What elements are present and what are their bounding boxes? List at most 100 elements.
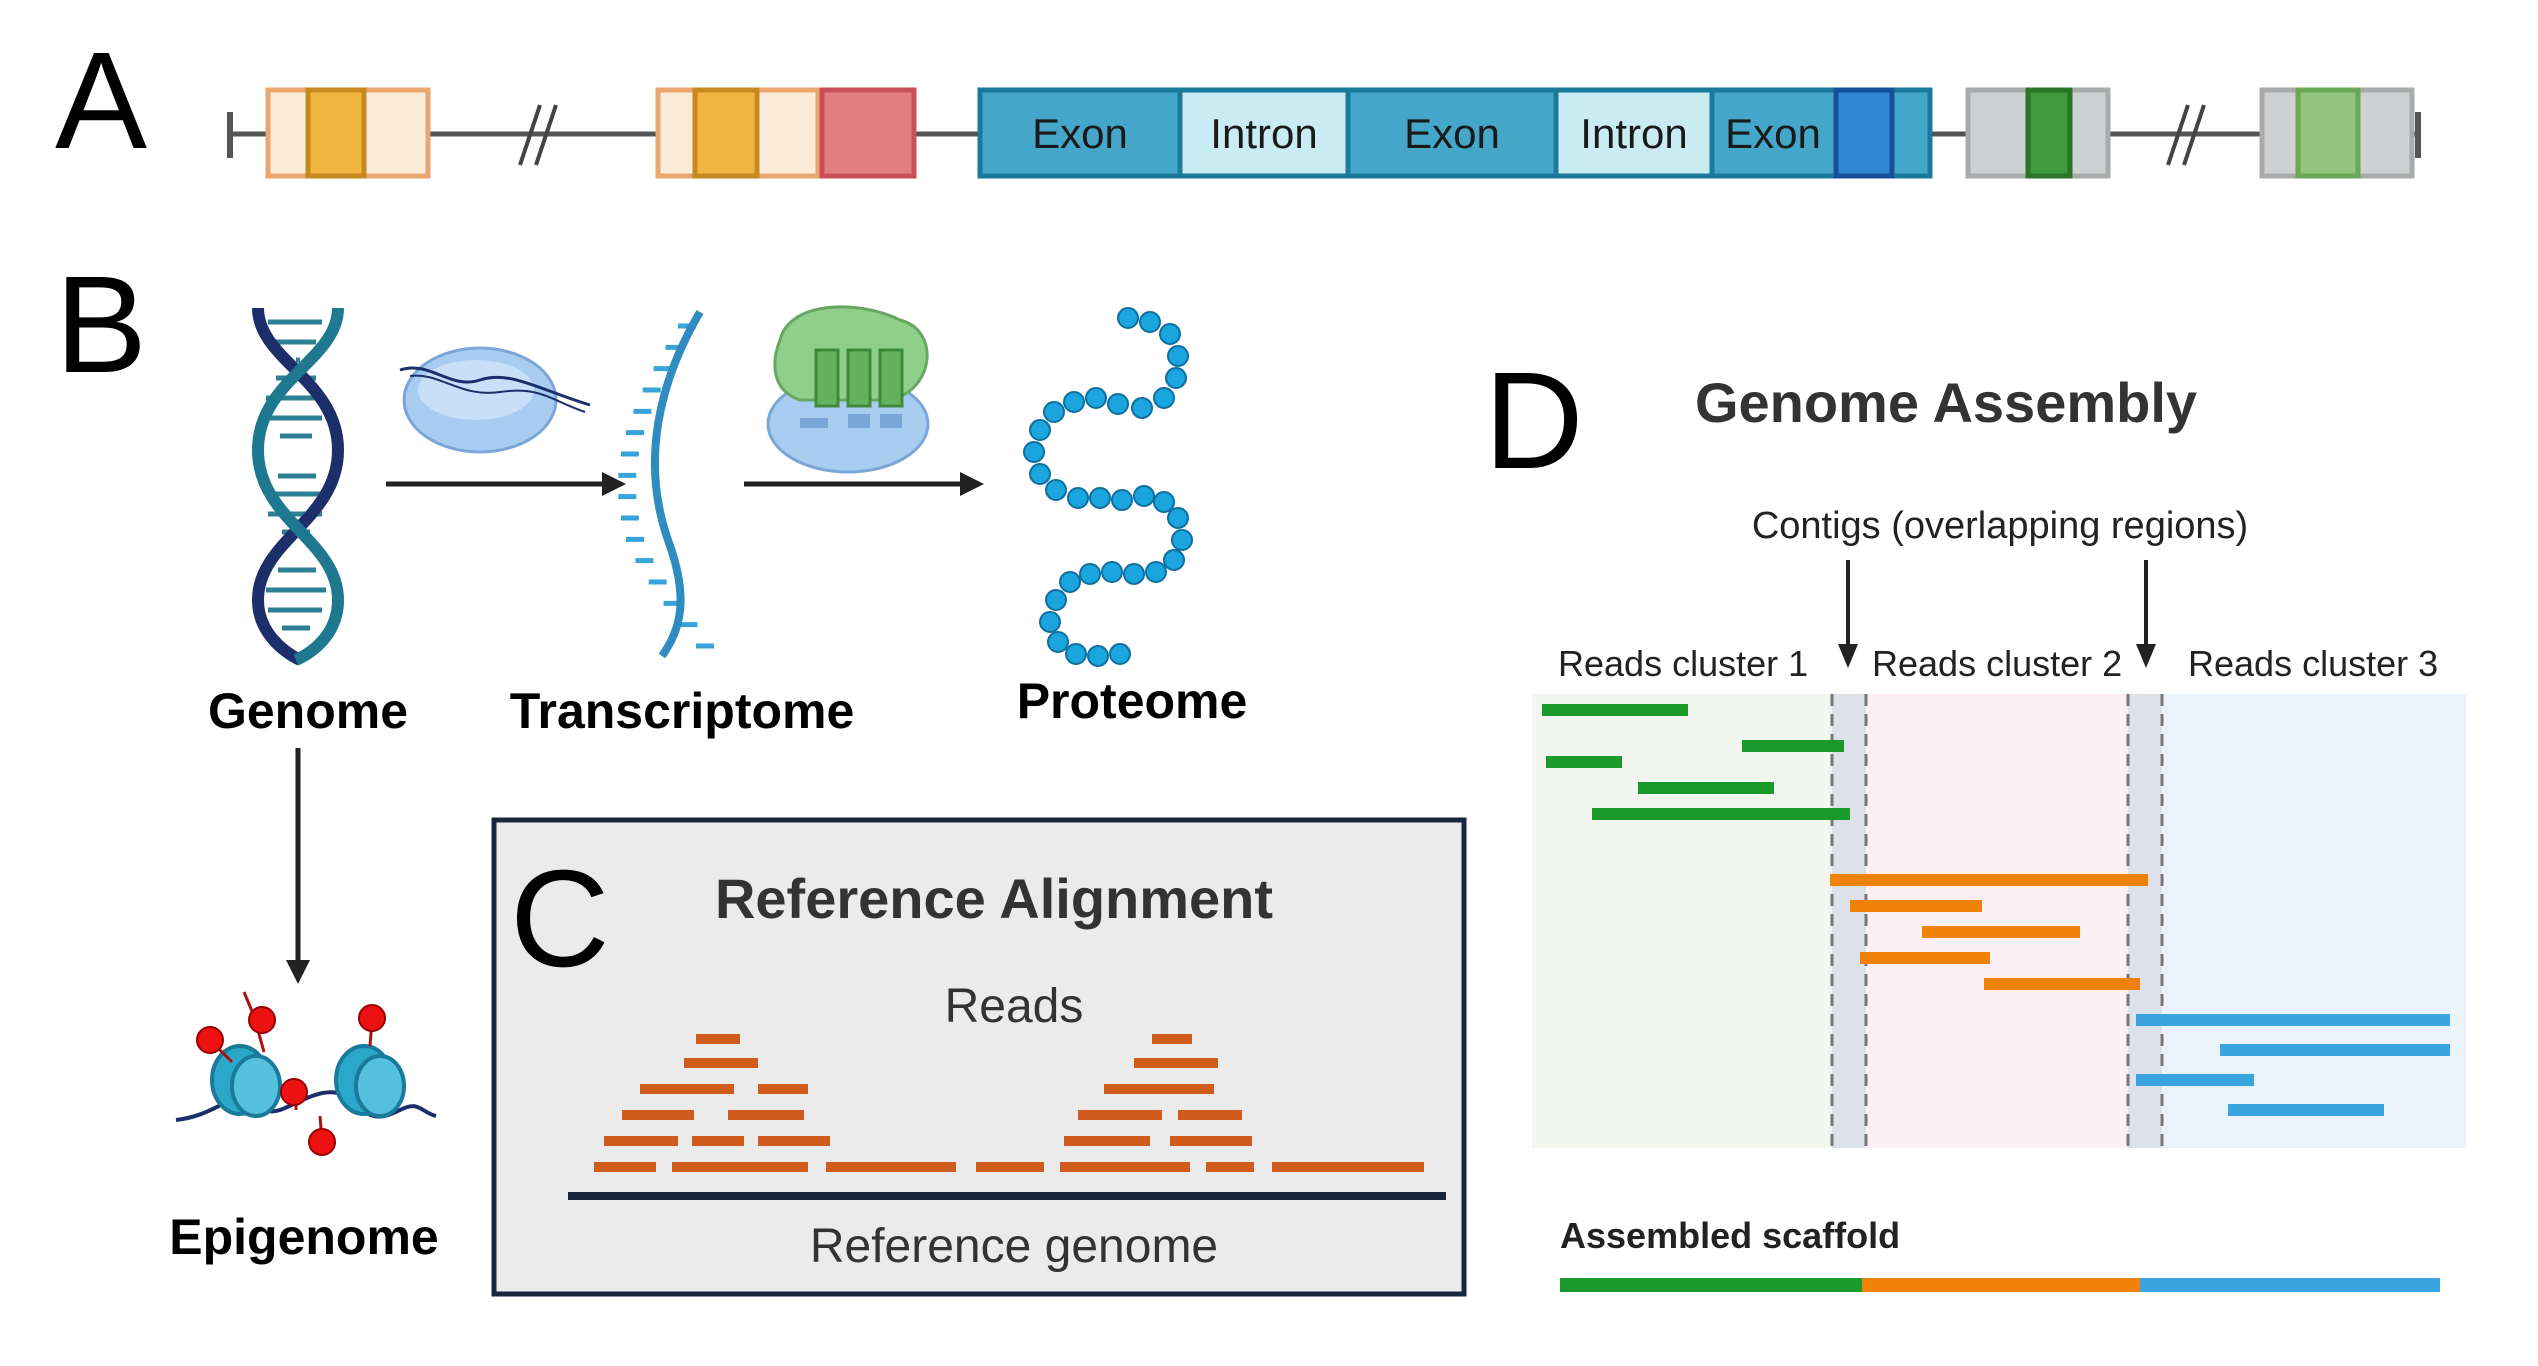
protein-chain-icon [1023, 307, 1193, 667]
ribosome-icon [766, 305, 930, 474]
arrow-genome-to-epigenome [286, 748, 310, 984]
label-epigenome: Epigenome [169, 1209, 438, 1265]
amino-acid-bead [1045, 479, 1067, 501]
dna-helix-icon [251, 307, 345, 666]
cluster-region-2 [1866, 694, 2128, 1148]
sequencing-read [1592, 808, 1850, 820]
amino-acid-bead [1101, 561, 1123, 583]
sequencing-read [1542, 704, 1688, 716]
amino-acid-bead [1153, 387, 1175, 409]
panel-letter-b: B [55, 248, 147, 402]
panel-letter-c: C [510, 842, 610, 996]
amino-acid-bead [1107, 393, 1129, 415]
rna-polymerase-icon [399, 346, 591, 454]
amino-acid-bead [1065, 643, 1087, 665]
read [684, 1058, 758, 1068]
assembled-scaffold [1560, 1278, 2440, 1292]
read [1078, 1110, 1162, 1120]
panel-letter-a: A [55, 24, 147, 178]
sequencing-read [1984, 978, 2140, 990]
sequencing-read [1830, 874, 2148, 886]
amino-acid-bead [1079, 563, 1101, 585]
amino-acid-bead [1139, 311, 1161, 333]
reference-genome-label: Reference genome [810, 1220, 1218, 1273]
green-exon-dark [2025, 87, 2073, 179]
amino-acid-bead [1047, 631, 1069, 653]
read [1272, 1162, 1424, 1172]
cluster-region-3 [2162, 694, 2466, 1148]
sequencing-read [2220, 1044, 2450, 1056]
break-mark-1 [518, 104, 558, 166]
read [758, 1136, 830, 1146]
amino-acid-bead [1063, 391, 1085, 413]
cluster-label-2: Reads cluster 2 [1872, 643, 2122, 684]
gene-structure-diagram: Exon Intron Exon Intron Exon [227, 87, 2421, 179]
amino-acid-bead [1067, 487, 1089, 509]
dark-exon-box [1833, 87, 1895, 179]
panel-letter-d: D [1484, 344, 1584, 498]
read [1178, 1110, 1242, 1120]
amino-acid-bead [1145, 561, 1167, 583]
amino-acid-bead [1045, 589, 1067, 611]
overlap-region-1 [1832, 694, 1866, 1148]
green-exon-light [2295, 87, 2361, 179]
read [640, 1084, 734, 1094]
cluster-label-1: Reads cluster 1 [1558, 643, 1808, 684]
amino-acid-bead [1089, 487, 1111, 509]
segment-label-4: Intron [1580, 110, 1687, 157]
read [622, 1110, 694, 1120]
cluster-label-3: Reads cluster 3 [2188, 643, 2438, 684]
scaffold-segment-green [1560, 1278, 1862, 1292]
segment-label-1: Exon [1032, 110, 1128, 157]
alignment-reads [594, 1034, 1424, 1172]
arrow-transcriptome-to-proteome [744, 472, 984, 496]
amino-acid-bead [1111, 489, 1133, 511]
contig-arrow-1 [1838, 560, 1858, 668]
read [696, 1034, 740, 1044]
read [672, 1162, 808, 1172]
mrna-strand-icon [618, 309, 714, 659]
amino-acid-bead [1043, 401, 1065, 423]
read [826, 1162, 956, 1172]
sequencing-read [2136, 1014, 2450, 1026]
panel-d-title: Genome Assembly [1695, 371, 2197, 434]
amino-acid-bead [1087, 645, 1109, 667]
read [594, 1162, 656, 1172]
label-transcriptome: Transcriptome [510, 683, 855, 739]
read [1134, 1058, 1218, 1068]
contigs-label: Contigs (overlapping regions) [1752, 505, 2248, 547]
amino-acid-bead [1039, 611, 1061, 633]
exon-block-1 [977, 87, 1183, 179]
read [728, 1110, 804, 1120]
amino-acid-bead [1117, 307, 1139, 329]
amino-acid-bead [1159, 323, 1181, 345]
amino-acid-bead [1153, 491, 1175, 513]
segment-label-2: Intron [1210, 110, 1317, 157]
break-mark-2 [2166, 104, 2206, 166]
amino-acid-bead [1131, 397, 1153, 419]
amino-acid-bead [1165, 367, 1187, 389]
arrow-genome-to-transcriptome [386, 472, 626, 496]
read [1060, 1162, 1190, 1172]
amino-acid-bead [1171, 529, 1193, 551]
utr-exon-1 [305, 87, 367, 179]
amino-acid-bead [1163, 549, 1185, 571]
amino-acid-bead [1123, 563, 1145, 585]
scaffold-label: Assembled scaffold [1560, 1215, 1900, 1256]
scaffold-segment-blue [2140, 1278, 2440, 1292]
read [758, 1084, 808, 1094]
amino-acid-bead [1085, 387, 1107, 409]
read [1170, 1136, 1252, 1146]
amino-acid-bead [1167, 345, 1189, 367]
sequencing-read [1860, 952, 1990, 964]
read [1104, 1084, 1214, 1094]
cluster-region-1 [1532, 694, 1832, 1148]
read [604, 1136, 678, 1146]
amino-acid-bead [1167, 507, 1189, 529]
reads-label: Reads [945, 980, 1084, 1033]
sequencing-read [1638, 782, 1774, 794]
nucleosome-icon [175, 991, 437, 1156]
sequencing-read [1546, 756, 1622, 768]
amino-acid-bead [1023, 441, 1045, 463]
sequencing-read [2228, 1104, 2384, 1116]
